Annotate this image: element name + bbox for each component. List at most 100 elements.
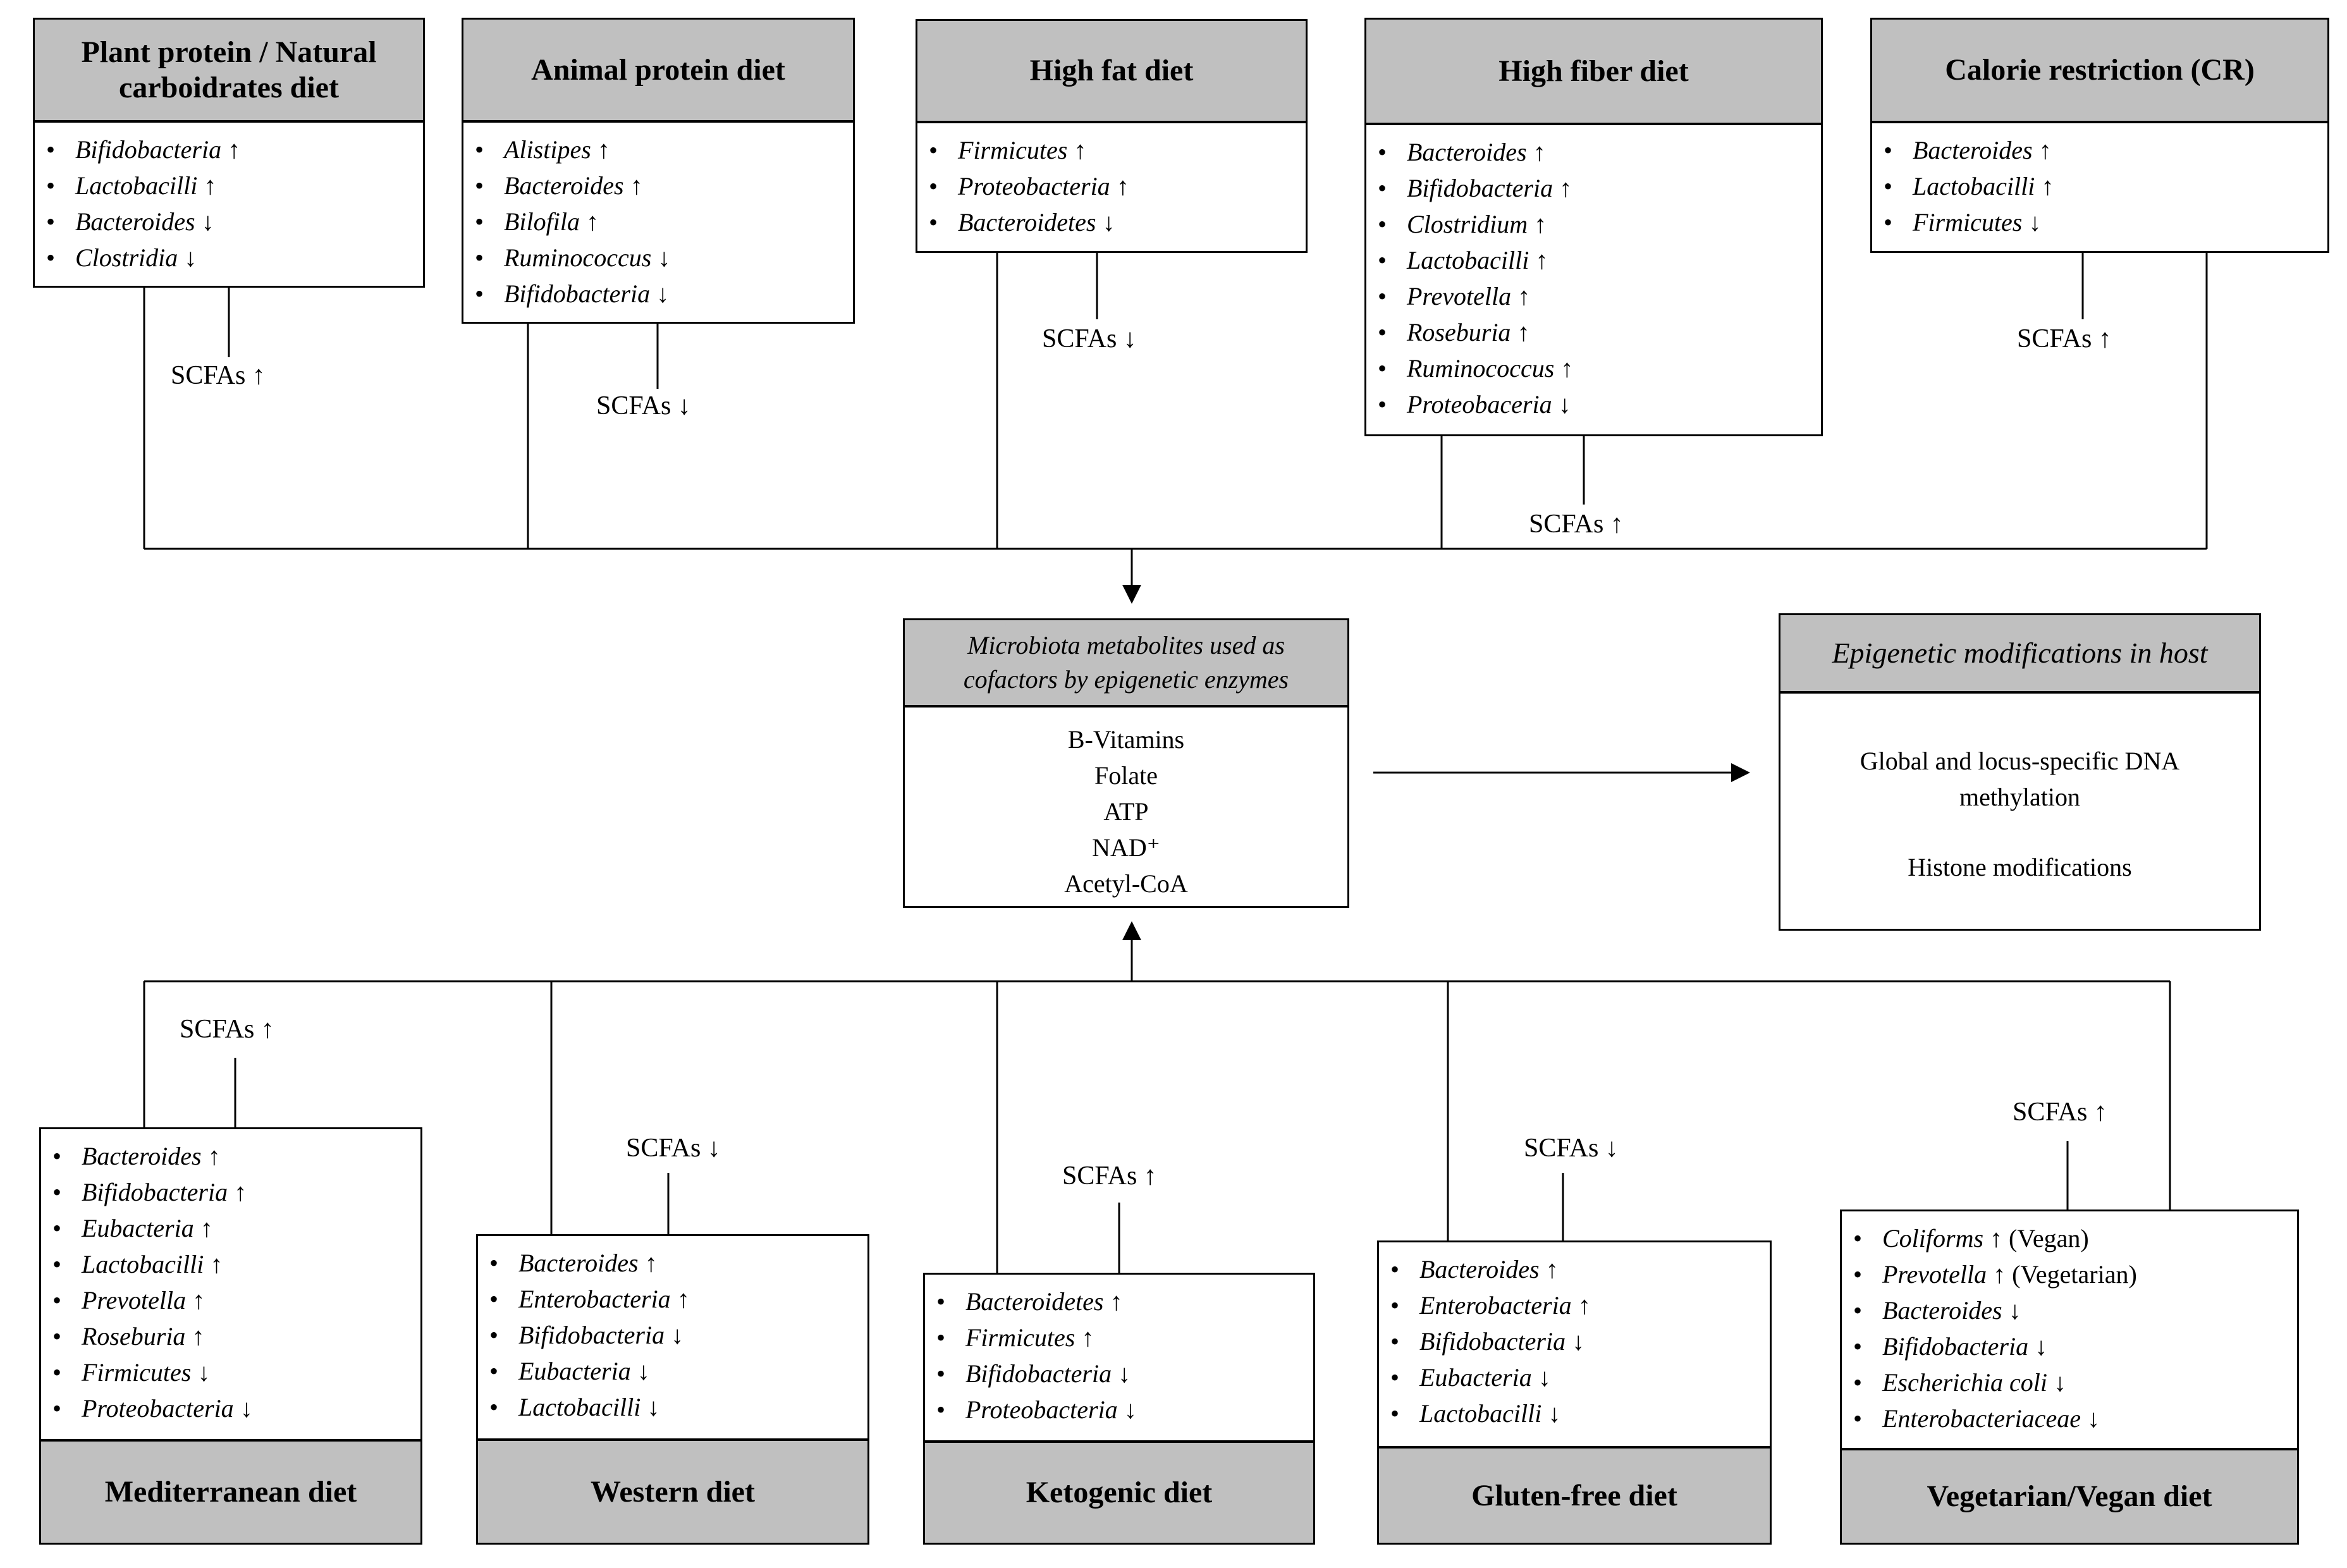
organism-item: Firmicutes ↓ xyxy=(41,1354,420,1390)
change-arrow: ↑ xyxy=(1074,136,1087,164)
change-arrow: ↑ xyxy=(1116,172,1129,200)
organism-item: Bifidobacteria ↓ xyxy=(478,1317,867,1353)
organism-name: Firmicutes xyxy=(1913,208,2023,236)
organism-name: Bacteroidetes xyxy=(958,208,1096,236)
organism-item: Prevotella ↑ xyxy=(41,1282,420,1318)
organism-list: Coliforms ↑ (Vegan) Prevotella ↑ (Vegeta… xyxy=(1842,1211,2297,1448)
change-arrow: ↓ xyxy=(2008,1296,2021,1325)
change-arrow: ↑ xyxy=(192,1286,205,1314)
organism-item: Proteobaceria ↓ xyxy=(1366,386,1821,422)
metabolite-item: Folate xyxy=(1094,761,1158,790)
change-arrow: ↓ xyxy=(2087,1404,2100,1433)
organism-item: Bacteroides ↑ xyxy=(1379,1251,1770,1287)
organism-name: Bacteroides xyxy=(1882,1296,2002,1325)
change-arrow: ↑ xyxy=(1993,1260,2006,1289)
change-arrow: ↓ xyxy=(1102,208,1115,236)
change-arrow: ↓ xyxy=(658,243,671,272)
organism-name: Bacteroides xyxy=(75,207,195,236)
change-arrow: ↑ xyxy=(2038,136,2052,164)
organism-name: Enterobacteriaceae xyxy=(1882,1404,2081,1433)
change-arrow: ↑ xyxy=(1535,246,1548,274)
change-arrow: ↑ xyxy=(1560,354,1574,383)
organism-name: Bilofila xyxy=(504,207,580,236)
metabolite-item: B-Vitamins xyxy=(1067,725,1185,754)
change-arrow: ↑ xyxy=(1545,1255,1559,1283)
organism-item: Alistipes ↑ xyxy=(463,132,853,168)
organism-name: Bacteroides xyxy=(82,1142,202,1170)
organism-name: Alistipes xyxy=(504,135,591,164)
organism-name: Lactobacilli xyxy=(518,1393,641,1421)
diet-title: High fiber diet xyxy=(1366,20,1821,125)
change-arrow: ↑ xyxy=(2041,172,2054,200)
organism-item: Bacteroides ↑ xyxy=(1872,132,2327,168)
scfa-label: SCFAs ↓ xyxy=(1042,324,1137,353)
metabolites-box: Microbiota metabolites used as cofactors… xyxy=(903,618,1349,908)
organism-item: Enterobacteriaceae ↓ xyxy=(1842,1400,2297,1436)
organism-item: Enterobacteria ↑ xyxy=(1379,1287,1770,1323)
organism-name: Clostridium xyxy=(1407,210,1528,238)
organism-list: Firmicutes ↑ Proteobacteria ↑ Bacteroide… xyxy=(917,123,1306,240)
organism-item: Prevotella ↑ (Vegetarian) xyxy=(1842,1256,2297,1292)
scfa-label: SCFAs ↓ xyxy=(596,391,691,420)
organism-item: Roseburia ↑ xyxy=(41,1318,420,1354)
change-arrow: ↓ xyxy=(197,1358,211,1387)
organism-item: Eubacteria ↑ xyxy=(41,1210,420,1246)
organism-name: Lactobacilli xyxy=(82,1250,204,1278)
organism-name: Eubacteria xyxy=(518,1357,631,1385)
organism-item: Bacteroides ↑ xyxy=(478,1245,867,1281)
change-arrow: ↑ xyxy=(1081,1323,1094,1352)
change-arrow: ↑ xyxy=(228,135,241,164)
scfa-label: SCFAs ↓ xyxy=(1524,1134,1619,1163)
organism-item: Bacteroides ↑ xyxy=(41,1138,420,1174)
organism-item: Bacteroidetes ↑ xyxy=(925,1283,1313,1320)
epigenetic-box: Epigenetic modifications in host Global … xyxy=(1779,613,2261,931)
scfa-label: SCFAs ↑ xyxy=(2013,1098,2107,1127)
change-arrow: ↓ xyxy=(1118,1359,1131,1388)
organism-item: Bacteroides ↑ xyxy=(1366,134,1821,170)
organism-name: Ruminococcus xyxy=(504,243,652,272)
diet-box-calorie-restriction: Calorie restriction (CR) Bacteroides ↑ L… xyxy=(1870,18,2329,253)
organism-list: Bacteroides ↑ Enterobacteria ↑ Bifidobac… xyxy=(478,1236,867,1438)
organism-item: Firmicutes ↑ xyxy=(917,132,1306,168)
change-arrow: ↑ xyxy=(192,1322,205,1351)
change-arrow: ↓ xyxy=(184,243,197,272)
change-arrow: ↑ xyxy=(200,1214,213,1242)
organism-item: Ruminococcus ↑ xyxy=(1366,350,1821,386)
diet-title: Vegetarian/Vegan diet xyxy=(1842,1448,2297,1543)
organism-name: Ruminococcus xyxy=(1407,354,1555,383)
organism-name: Proteobacteria xyxy=(965,1395,1118,1424)
organism-name: Eubacteria xyxy=(1419,1363,1532,1392)
organism-item: Clostridia ↓ xyxy=(35,240,423,276)
organism-item: Enterobacteria ↑ xyxy=(478,1281,867,1317)
organism-item: Proteobacteria ↑ xyxy=(917,168,1306,204)
organism-name: Escherichia coli xyxy=(1882,1368,2048,1397)
organism-item: Bilofila ↑ xyxy=(463,204,853,240)
organism-item: Bifidobacteria ↑ xyxy=(1366,170,1821,206)
diet-title: Ketogenic diet xyxy=(925,1440,1313,1543)
change-arrow: ↑ xyxy=(207,1142,221,1170)
organism-list: Bacteroides ↑ Bifidobacteria ↑ Clostridi… xyxy=(1366,125,1821,422)
organism-item: Bifidobacteria ↑ xyxy=(35,132,423,168)
organism-item: Firmicutes ↓ xyxy=(1872,204,2327,240)
diet-box-animal-protein: Animal protein diet Alistipes ↑ Bacteroi… xyxy=(462,18,855,324)
organism-name: Enterobacteria xyxy=(1419,1291,1572,1320)
organism-name: Enterobacteria xyxy=(518,1285,671,1313)
organism-name: Prevotella xyxy=(82,1286,187,1314)
organism-name: Bacteroides xyxy=(518,1249,639,1277)
diet-title: Plant protein / Natural carboidrates die… xyxy=(35,20,423,123)
change-arrow: ↑ xyxy=(1533,138,1546,166)
organism-name: Bifidobacteria xyxy=(1407,174,1553,202)
organism-name: Proteobacteria xyxy=(82,1394,234,1423)
organism-name: Roseburia xyxy=(1407,318,1511,346)
organism-name: Prevotella xyxy=(1407,282,1512,310)
organism-list: Alistipes ↑ Bacteroides ↑ Bilofila ↑ Rum… xyxy=(463,123,853,312)
organism-item: Eubacteria ↓ xyxy=(478,1353,867,1389)
organism-name: Clostridia xyxy=(75,243,178,272)
organism-item: Coliforms ↑ (Vegan) xyxy=(1842,1220,2297,1256)
organism-item: Lactobacilli ↑ xyxy=(1872,168,2327,204)
metabolite-item: Acetyl-CoA xyxy=(1064,869,1188,898)
organism-item: Bacteroides ↓ xyxy=(35,204,423,240)
change-arrow: ↑ xyxy=(234,1178,247,1206)
organism-name: Bifidobacteria xyxy=(1882,1332,2029,1361)
